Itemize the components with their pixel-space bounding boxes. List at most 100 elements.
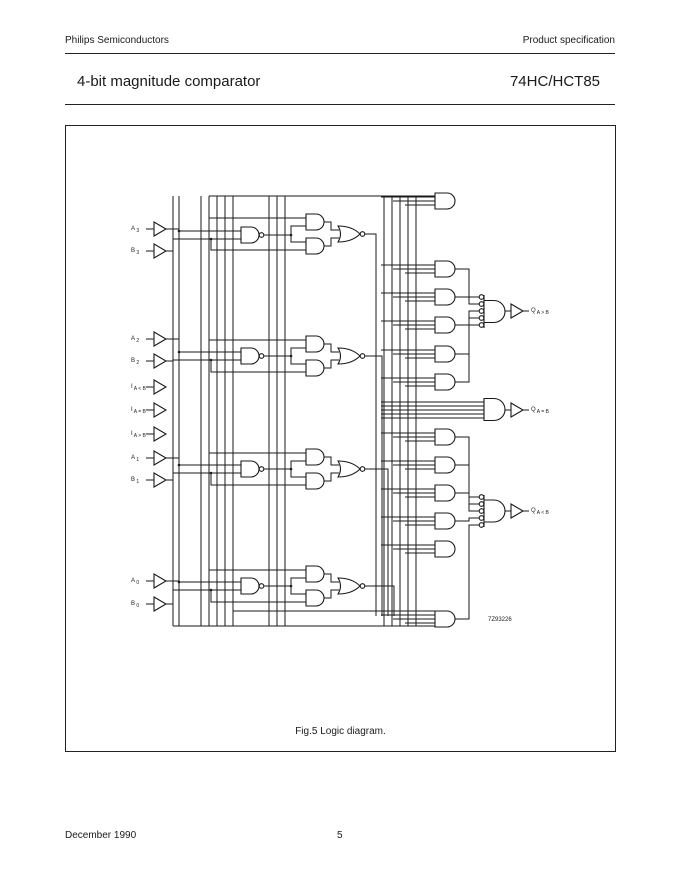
output-buffer-a-eq-b	[510, 402, 525, 418]
output-label-qagtb: Q A > B	[531, 308, 550, 316]
inversion-bubble	[359, 466, 366, 472]
input-label-b2: B 2	[131, 358, 139, 366]
output-and-gate-11	[434, 540, 456, 558]
wire	[166, 228, 241, 232]
wire	[324, 343, 339, 353]
header-rule-bottom	[65, 104, 615, 105]
junction-dot	[289, 354, 293, 358]
input-label-a1: A 1	[131, 455, 139, 463]
wire	[455, 492, 481, 512]
wire	[210, 590, 306, 603]
wire	[455, 268, 481, 298]
wire	[210, 473, 306, 486]
input-label-iagtb: I A > B	[131, 431, 147, 439]
and-gate-bit2-b	[305, 359, 325, 377]
header-rule-top	[65, 53, 615, 54]
wire	[365, 468, 389, 616]
inversion-bubble	[359, 231, 366, 237]
inversion-bubble	[478, 494, 485, 500]
wire	[324, 472, 339, 482]
inversion-bubble	[478, 322, 485, 328]
wire	[324, 573, 339, 583]
nand-gate-bit1	[240, 460, 260, 478]
output-gate-a-lt-b	[483, 499, 506, 523]
input-label-ialtb: I A < B	[131, 384, 147, 392]
wire	[455, 524, 481, 620]
output-label-qaltb: Q A < B	[531, 508, 550, 516]
inversion-bubble	[258, 353, 265, 359]
junction-dot	[289, 467, 293, 471]
inversion-bubble	[478, 308, 485, 314]
output-and-gate-8	[434, 456, 456, 474]
wire	[365, 233, 377, 616]
wire	[365, 585, 395, 616]
wire	[166, 359, 241, 362]
inversion-bubble	[359, 353, 366, 359]
wire	[324, 359, 339, 369]
wire	[455, 296, 481, 305]
wire	[210, 239, 306, 251]
input-buffer	[153, 573, 168, 589]
output-and-gate-6	[434, 373, 456, 391]
input-buffer	[153, 596, 168, 612]
input-buffer	[153, 402, 168, 418]
output-and-gate-9	[434, 484, 456, 502]
nor-gate-bit1	[337, 460, 361, 478]
input-label-a0: A 0	[131, 578, 139, 586]
wire	[210, 360, 306, 373]
nor-gate-bit0	[337, 577, 361, 595]
figure-caption: Fig.5 Logic diagram.	[295, 726, 386, 737]
inversion-bubble	[258, 466, 265, 472]
logic-diagram: A 3B 3A 2B 2I A < BI A = BI A > BA 1B 1A…	[131, 192, 550, 628]
wire	[290, 469, 306, 478]
input-label-iaeqb: I A = B	[131, 407, 147, 415]
and-gate-bit3-a	[305, 213, 325, 231]
and-gate-bit3-b	[305, 237, 325, 255]
input-buffer	[153, 450, 168, 466]
input-label-b3: B 3	[131, 248, 139, 256]
input-label-a3: A 3	[131, 226, 139, 234]
output-gate-a-gt-b	[483, 299, 506, 324]
wire	[324, 221, 339, 231]
wire	[324, 589, 339, 599]
output-buffer-a-lt-b	[510, 503, 525, 519]
nand-gate-bit2	[240, 347, 260, 365]
and-gate-bit0-b	[305, 589, 325, 607]
output-and-gate-3	[434, 288, 456, 306]
input-buffer	[153, 243, 168, 259]
input-buffer	[153, 379, 168, 395]
input-label-b0: B 0	[131, 601, 139, 609]
output-buffer-a-gt-b	[510, 303, 525, 319]
nand-gate-bit3	[240, 226, 260, 244]
inversion-bubble	[478, 508, 485, 514]
junction-dot	[289, 584, 293, 588]
inversion-bubble	[478, 522, 485, 528]
inversion-bubble	[478, 501, 485, 507]
page-number: 5	[337, 830, 343, 841]
and-gate-bit1-a	[305, 448, 325, 466]
wire	[455, 324, 481, 383]
inversion-bubble	[478, 515, 485, 521]
input-buffer	[153, 472, 168, 488]
inversion-bubble	[478, 301, 485, 307]
wire	[324, 456, 339, 466]
and-gate-bit2-a	[305, 335, 325, 353]
wire	[324, 237, 339, 247]
document-title: 4-bit magnitude comparator	[77, 73, 261, 90]
input-buffer	[153, 353, 168, 369]
wire	[290, 356, 306, 365]
company-name: Philips Semiconductors	[65, 35, 169, 46]
wire	[166, 457, 241, 466]
input-buffer	[153, 426, 168, 442]
inversion-bubble	[359, 583, 366, 589]
input-buffer	[153, 331, 168, 347]
output-label-qaeqb: Q A = B	[531, 407, 550, 415]
wire	[290, 586, 306, 595]
output-and-gate-2	[434, 260, 456, 278]
drawing-code: 7Z93226	[488, 617, 512, 623]
output-and-gate-10	[434, 512, 456, 530]
input-buffer	[153, 221, 168, 237]
output-gate-a-eq-b	[483, 397, 506, 422]
wire	[166, 580, 241, 583]
